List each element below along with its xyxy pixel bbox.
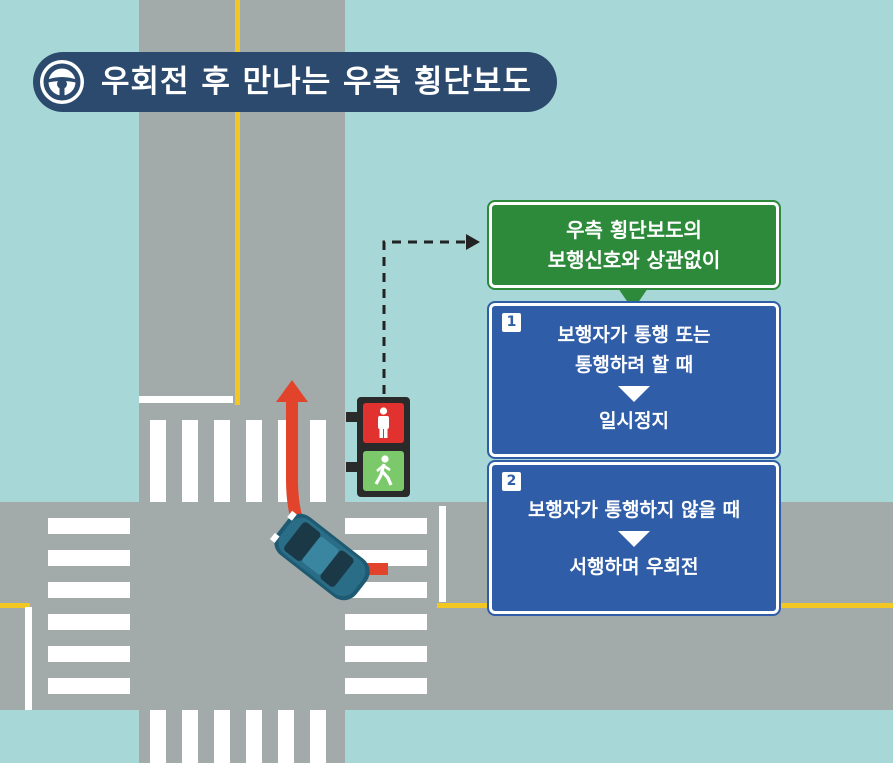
arrow-head-icon xyxy=(276,380,308,402)
case-1-line-1: 보행자가 통행 또는 xyxy=(557,324,711,346)
dashed-connector xyxy=(382,240,468,394)
case-2-result: 서행하며 우회전 xyxy=(569,556,699,578)
case-1-result: 일시정지 xyxy=(599,410,669,432)
case-2-box: 2 보행자가 통행하지 않을 때 서행하며 우회전 xyxy=(487,460,781,616)
green-condition-sign: 우측 횡단보도의 보행신호와 상관없이 xyxy=(487,200,781,290)
stop-line-top xyxy=(139,396,233,403)
stop-line-right xyxy=(439,506,446,602)
case-1-line-2: 통행하려 할 때 xyxy=(574,354,694,376)
steering-wheel-icon xyxy=(40,60,84,104)
pedestrian-signal xyxy=(346,397,410,497)
stop-pedestrian-icon xyxy=(378,407,389,438)
case-1-number-badge: 1 xyxy=(502,313,521,332)
case-2-down-arrow-icon xyxy=(618,531,650,547)
car-icon xyxy=(269,510,370,601)
stop-line-left xyxy=(25,607,32,710)
green-sign-line-2: 보행신호와 상관없이 xyxy=(547,248,721,272)
case-2-number-badge: 2 xyxy=(502,472,521,491)
sign-down-arrow-icon xyxy=(618,288,648,310)
center-line-vertical xyxy=(235,0,240,405)
case-2-line-1: 보행자가 통행하지 않을 때 xyxy=(527,499,741,521)
crosswalk-left xyxy=(48,518,130,694)
center-line-horizontal-left xyxy=(0,603,30,608)
page-title: 우회전 후 만나는 우측 횡단보도 xyxy=(101,64,532,100)
connector-arrow-icon xyxy=(466,234,480,250)
walk-pedestrian-icon xyxy=(374,455,393,486)
green-sign-line-1: 우측 횡단보도의 xyxy=(566,218,702,242)
title-banner: 우회전 후 만나는 우측 횡단보도 xyxy=(33,52,557,112)
case-1-box: 1 보행자가 통행 또는 통행하려 할 때 일시정지 xyxy=(487,301,781,459)
crosswalk-bottom xyxy=(150,710,326,763)
case-1-down-arrow-icon xyxy=(618,386,650,402)
